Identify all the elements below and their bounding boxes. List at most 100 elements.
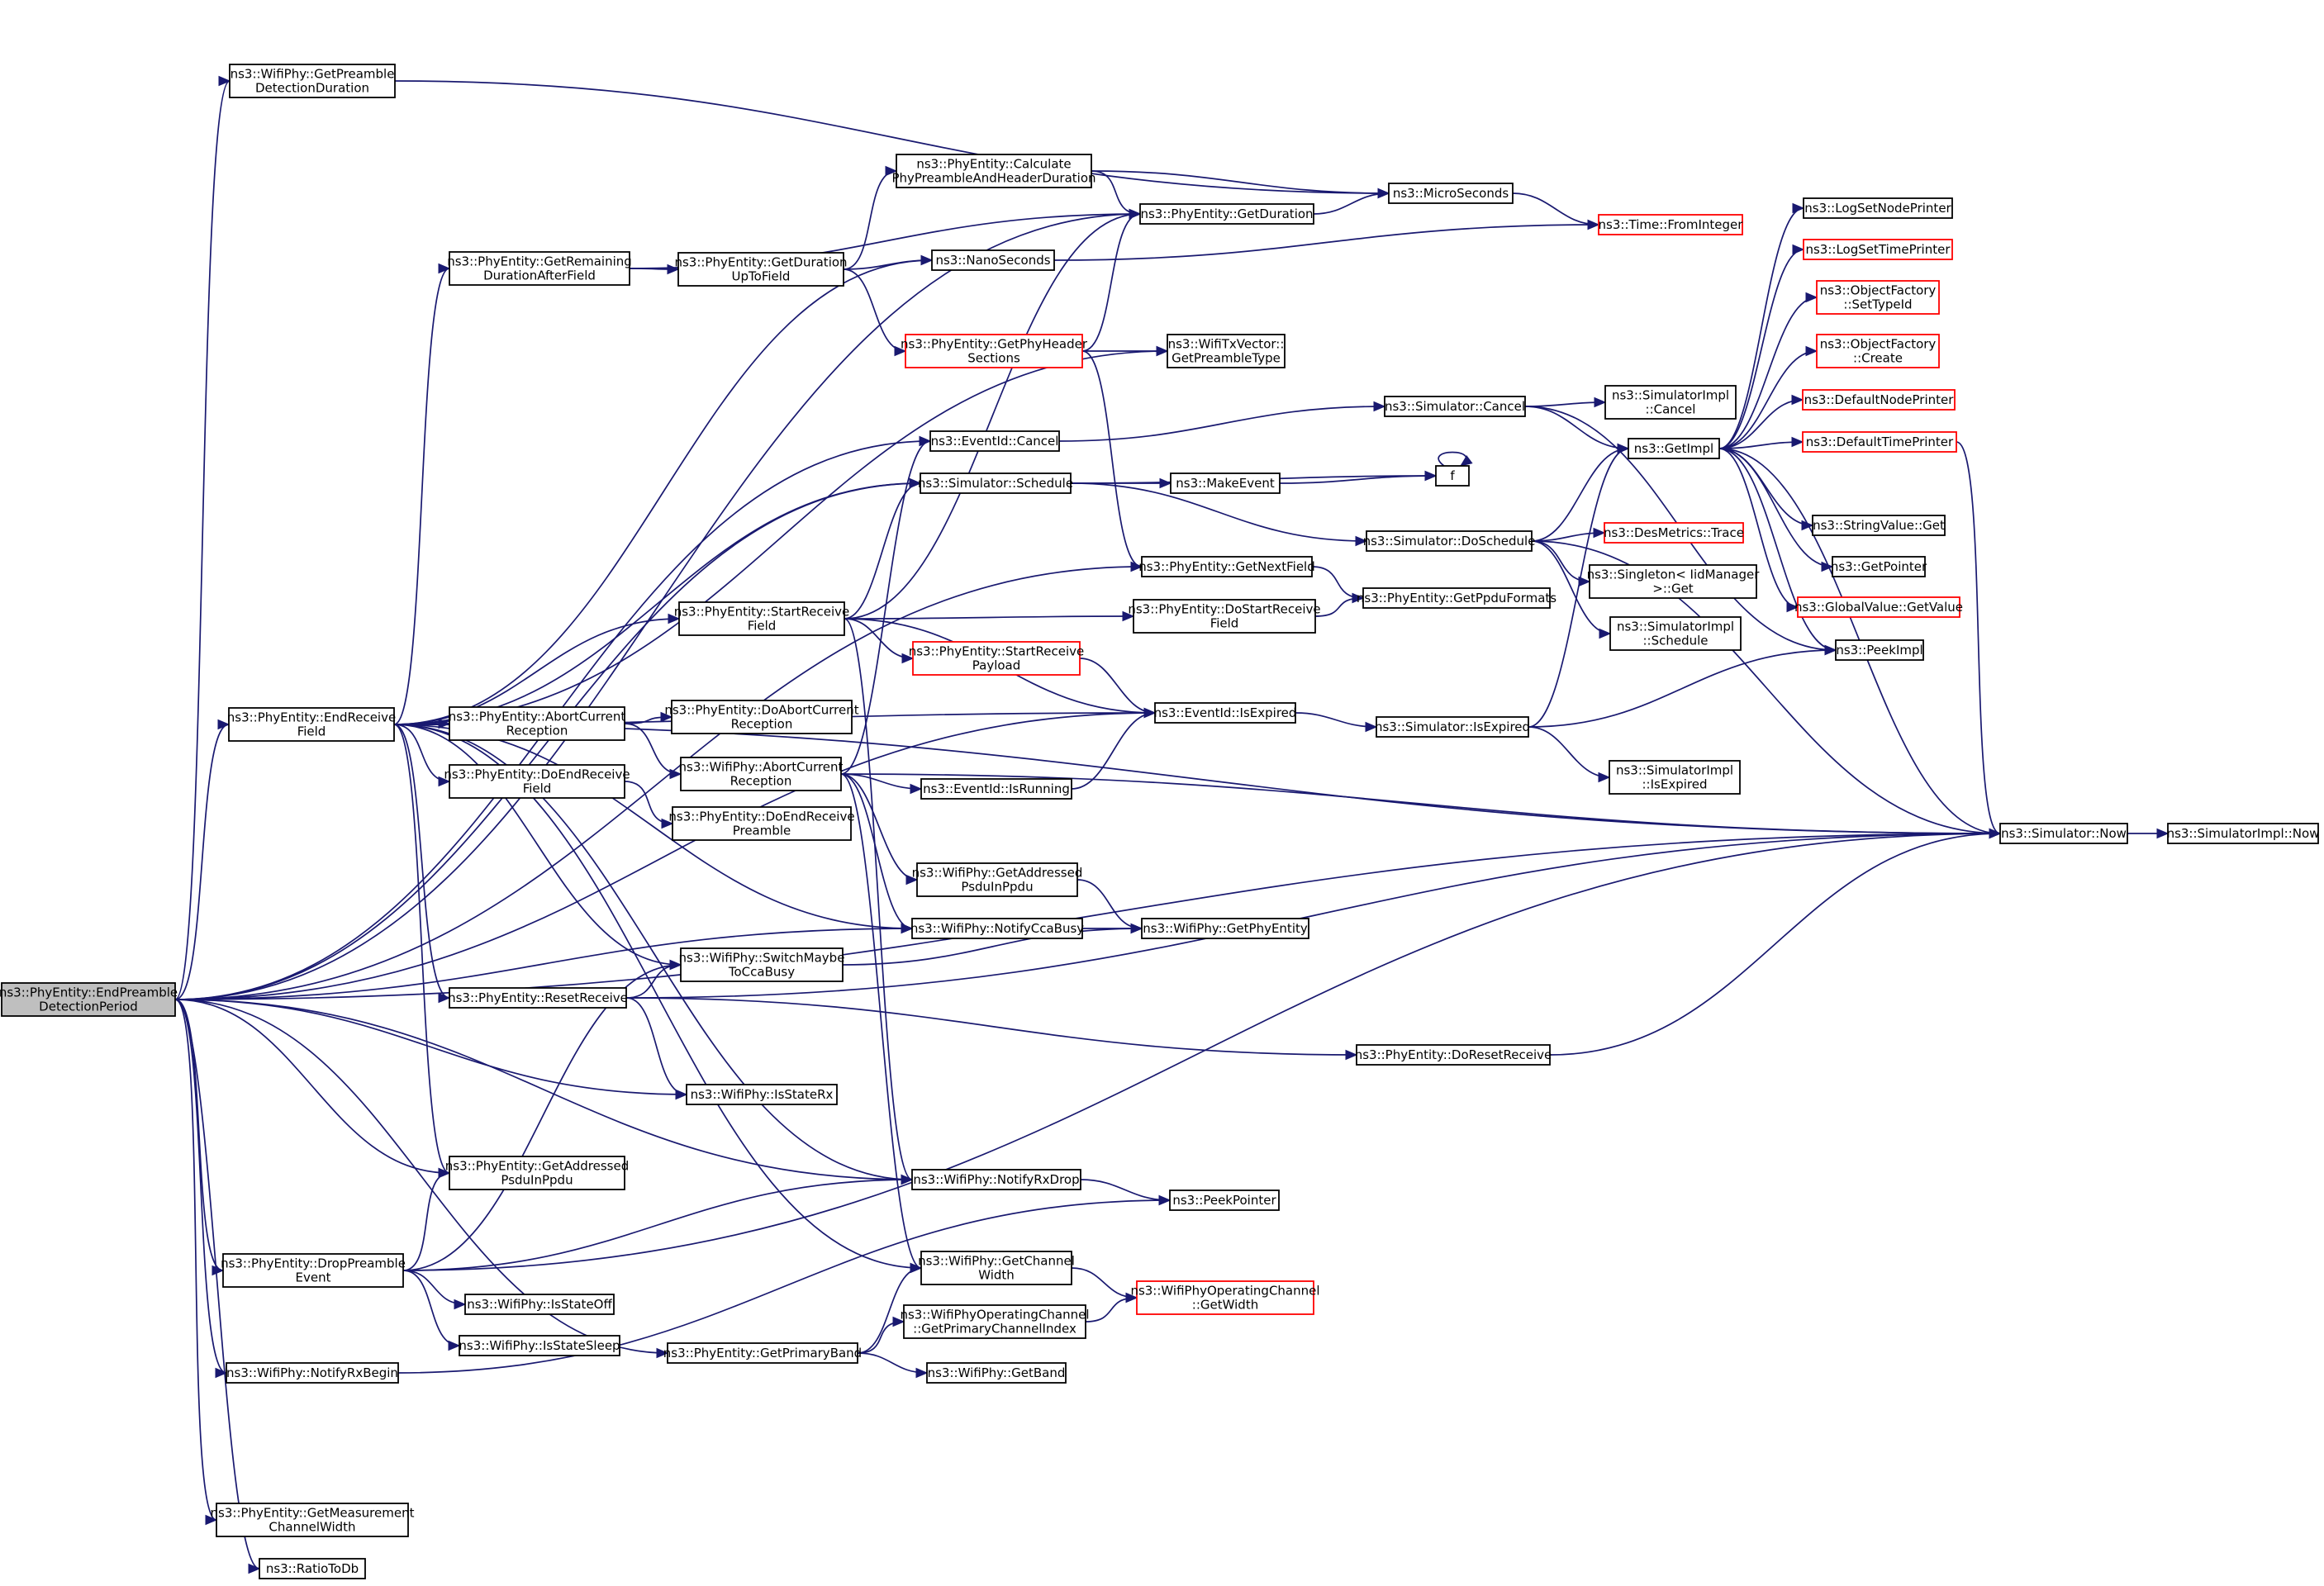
node-get-phy-entity[interactable]: ns3::WifiPhy::GetPhyEntity bbox=[1141, 918, 1309, 939]
node-get-preamble-type[interactable]: ns3::WifiTxVector::GetPreambleType bbox=[1167, 334, 1286, 368]
node-sim-schedule[interactable]: ns3::Simulator::Schedule bbox=[918, 472, 1073, 494]
node-make-event[interactable]: ns3::MakeEvent bbox=[1170, 472, 1281, 494]
node-string-value-get[interactable]: ns3::StringValue::Get bbox=[1812, 515, 1946, 536]
node-log-set-node-printer[interactable]: ns3::LogSetNodePrinter bbox=[1803, 197, 1953, 219]
node-is-state-sleep[interactable]: ns3::WifiPhy::IsStateSleep bbox=[459, 1335, 620, 1356]
node-obj-factory-set-type-id[interactable]: ns3::ObjectFactory::SetTypeId bbox=[1816, 280, 1940, 315]
node-default-node-printer[interactable]: ns3::DefaultNodePrinter bbox=[1802, 389, 1956, 411]
edge-line bbox=[624, 781, 673, 824]
node-global-value-get-value[interactable]: ns3::GlobalValue::GetValue bbox=[1794, 596, 1963, 618]
node-notify-cca-busy[interactable]: ns3::WifiPhy::NotifyCcaBusy bbox=[910, 918, 1084, 939]
node-box bbox=[1139, 203, 1314, 225]
node-get-primary-chan-idx[interactable]: ns3::WifiPhyOperatingChannel::GetPrimary… bbox=[900, 1304, 1090, 1339]
node-label-line: Reception bbox=[731, 717, 793, 732]
node-notify-rx-drop[interactable]: ns3::WifiPhy::NotifyRxDrop bbox=[911, 1169, 1081, 1190]
edge-start-receive-field-to-notify-rx-drop bbox=[844, 618, 914, 1185]
edge-do-end-receive-field-to-do-end-receive-preamble bbox=[624, 781, 674, 829]
edge-line bbox=[1718, 297, 1818, 449]
node-peek-impl[interactable]: ns3::PeekImpl bbox=[1835, 639, 1924, 661]
node-label-line: ns3::PhyEntity::DoResetReceive bbox=[1355, 1047, 1552, 1062]
edge-get-duration-up-to-field-to-calc-phy-preamble bbox=[843, 165, 898, 270]
node-label-line: ::GetPrimaryChannelIndex bbox=[913, 1322, 1076, 1337]
node-singleton-get[interactable]: ns3::Singleton< IidManager>::Get bbox=[1587, 564, 1761, 599]
node-box bbox=[1136, 1280, 1314, 1315]
node-get-pointer[interactable]: ns3::GetPointer bbox=[1831, 556, 1927, 577]
node-is-state-off[interactable]: ns3::WifiPhy::IsStateOff bbox=[464, 1294, 615, 1315]
node-sim-now[interactable]: ns3::Simulator::Now bbox=[1999, 823, 2128, 844]
node-sim-impl-schedule[interactable]: ns3::SimulatorImpl::Schedule bbox=[1609, 616, 1742, 651]
node-sim-is-expired[interactable]: ns3::Simulator::IsExpired bbox=[1375, 716, 1530, 738]
node-time-from-integer[interactable]: ns3::Time::FromInteger bbox=[1598, 214, 1744, 235]
node-root[interactable]: ns3::PhyEntity::EndPreambleDetectionPeri… bbox=[0, 982, 178, 1017]
node-label-line: ns3::Time::FromInteger bbox=[1599, 217, 1744, 232]
edge-line bbox=[174, 928, 913, 1000]
node-event-id-cancel[interactable]: ns3::EventId::Cancel bbox=[929, 430, 1060, 452]
node-notify-rx-begin[interactable]: ns3::WifiPhy::NotifyRxBegin bbox=[226, 1362, 399, 1384]
node-get-preamble-det-dur[interactable]: ns3::WifiPhy::GetPreambleDetectionDurati… bbox=[229, 64, 396, 98]
node-ratio-to-db[interactable]: ns3::RatioToDb bbox=[259, 1558, 366, 1579]
edge-arrowhead bbox=[1786, 601, 1799, 613]
edge-arrowhead bbox=[1791, 394, 1804, 406]
node-get-next-field[interactable]: ns3::PhyEntity::GetNextField bbox=[1138, 556, 1315, 577]
edge-arrowhead bbox=[215, 1367, 228, 1379]
node-get-ppdu-formats[interactable]: ns3::PhyEntity::GetPpduFormats bbox=[1357, 587, 1556, 609]
edge-line bbox=[402, 833, 2001, 1271]
node-sim-cancel[interactable]: ns3::Simulator::Cancel bbox=[1384, 396, 1526, 417]
node-event-id-is-expired[interactable]: ns3::EventId::IsExpired bbox=[1154, 702, 1297, 724]
node-f[interactable]: f bbox=[1435, 465, 1470, 487]
edge-arrowhead bbox=[438, 992, 451, 1004]
node-obj-factory-create[interactable]: ns3::ObjectFactory::Create bbox=[1816, 334, 1940, 368]
node-des-metrics-trace[interactable]: ns3::DesMetrics::Trace bbox=[1604, 522, 1744, 544]
node-sim-impl-now[interactable]: ns3::SimulatorImpl::Now bbox=[2167, 823, 2320, 844]
node-is-state-rx[interactable]: ns3::WifiPhy::IsStateRx bbox=[686, 1084, 838, 1105]
edge-arrowhead bbox=[669, 959, 682, 971]
edge-root-to-event-id-is-expired bbox=[174, 707, 1157, 1000]
node-sim-impl-cancel[interactable]: ns3::SimulatorImpl::Cancel bbox=[1604, 385, 1737, 420]
node-do-reset-receive[interactable]: ns3::PhyEntity::DoResetReceive bbox=[1355, 1044, 1552, 1066]
node-label-line: Reception bbox=[506, 724, 568, 738]
node-get-impl[interactable]: ns3::GetImpl bbox=[1628, 438, 1720, 459]
edge-line bbox=[857, 1321, 905, 1354]
node-get-width[interactable]: ns3::WifiPhyOperatingChannel::GetWidth bbox=[1130, 1280, 1320, 1315]
node-calc-phy-preamble[interactable]: ns3::PhyEntity::CalculatePhyPreambleAndH… bbox=[891, 154, 1096, 188]
node-box bbox=[678, 601, 845, 636]
node-micro-seconds[interactable]: ns3::MicroSeconds bbox=[1388, 183, 1514, 204]
node-box bbox=[1141, 556, 1313, 577]
node-log-set-time-printer[interactable]: ns3::LogSetTimePrinter bbox=[1803, 239, 1953, 260]
node-sim-impl-is-expired[interactable]: ns3::SimulatorImpl::IsExpired bbox=[1609, 760, 1741, 795]
edge-arrowhead bbox=[1593, 527, 1606, 539]
edge-line bbox=[393, 724, 450, 1174]
node-get-duration[interactable]: ns3::PhyEntity::GetDuration bbox=[1139, 203, 1314, 225]
node-sim-do-schedule[interactable]: ns3::Simulator::DoSchedule bbox=[1363, 530, 1536, 552]
node-event-id-is-running[interactable]: ns3::EventId::IsRunning bbox=[920, 778, 1072, 800]
node-box bbox=[1802, 389, 1956, 411]
node-get-band[interactable]: ns3::WifiPhy::GetBand bbox=[926, 1362, 1067, 1384]
edge-line bbox=[1531, 448, 1629, 542]
node-box bbox=[672, 806, 852, 841]
edge-line bbox=[1718, 399, 1804, 449]
node-nano-seconds[interactable]: ns3::NanoSeconds bbox=[931, 249, 1055, 271]
node-get-remaining-dur[interactable]: ns3::PhyEntity::GetRemainingDurationAfte… bbox=[447, 251, 632, 286]
node-get-meas-chan-width[interactable]: ns3::PhyEntity::GetMeasurementChannelWid… bbox=[211, 1503, 415, 1537]
node-box bbox=[1803, 239, 1953, 260]
node-peek-pointer[interactable]: ns3::PeekPointer bbox=[1169, 1190, 1280, 1211]
node-reset-receive[interactable]: ns3::PhyEntity::ResetReceive bbox=[448, 987, 628, 1009]
node-default-time-printer[interactable]: ns3::DefaultTimePrinter bbox=[1802, 431, 1957, 453]
node-get-primary-band[interactable]: ns3::PhyEntity::GetPrimaryBand bbox=[663, 1342, 862, 1364]
